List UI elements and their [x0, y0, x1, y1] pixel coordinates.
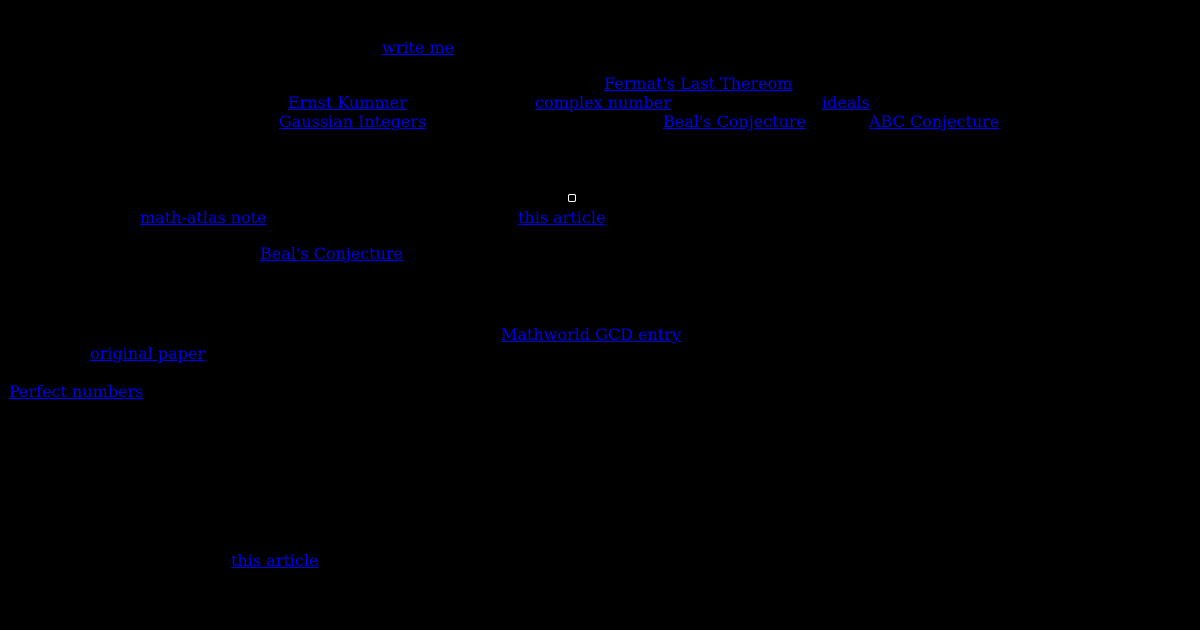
mathworld-gcd-entry-link[interactable]: Mathworld GCD entry: [501, 325, 681, 344]
beals-conjecture-link[interactable]: Beal's Conjecture: [663, 112, 806, 131]
math-atlas-note-link[interactable]: math-atlas note: [140, 208, 267, 227]
this-article-link[interactable]: this article: [518, 208, 606, 227]
gaussian-integers-link[interactable]: Gaussian Integers: [279, 112, 427, 131]
complex-number-link[interactable]: complex number: [535, 93, 671, 112]
write-me-link[interactable]: write me: [382, 38, 455, 57]
this-article-link-2[interactable]: this article: [231, 551, 319, 570]
perfect-numbers-link[interactable]: Perfect numbers: [9, 382, 144, 401]
original-paper-link[interactable]: original paper: [90, 344, 205, 363]
ideals-link[interactable]: ideals: [822, 93, 870, 112]
fermats-last-theorem-link[interactable]: Fermat's Last Thereom: [604, 74, 793, 93]
broken-image-icon: [568, 194, 576, 202]
ernst-kummer-link[interactable]: Ernst Kummer: [288, 93, 407, 112]
beals-conjecture-link-2[interactable]: Beal's Conjecture: [260, 244, 403, 263]
abc-conjecture-link[interactable]: ABC Conjecture: [869, 112, 1000, 131]
